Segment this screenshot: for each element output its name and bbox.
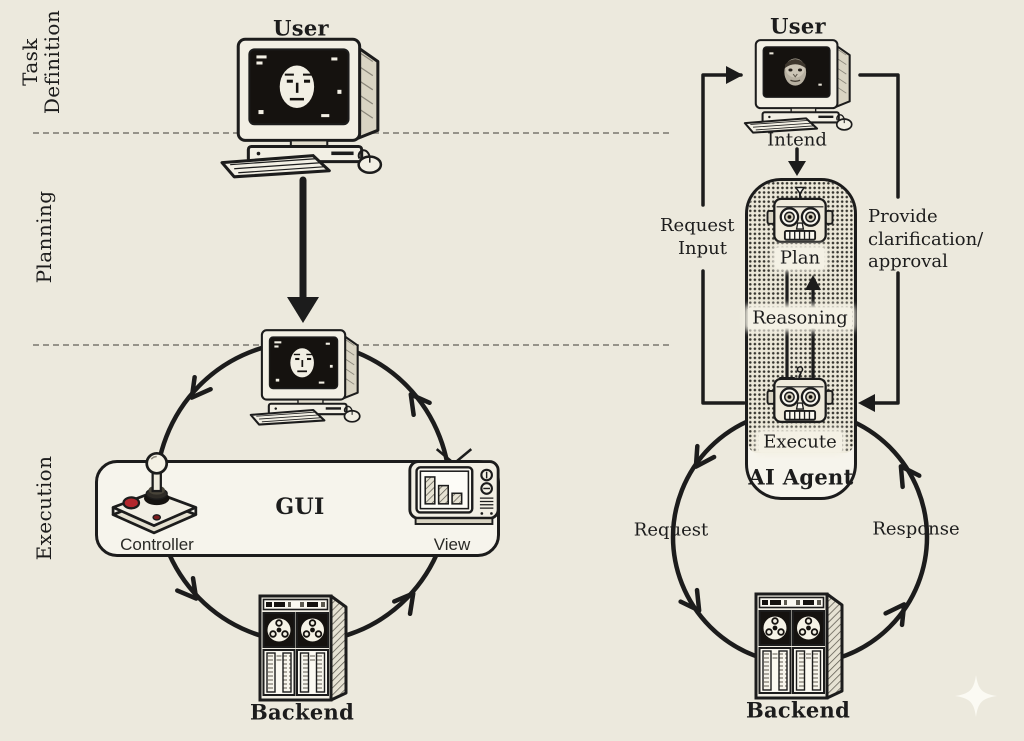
user-computer-icon xyxy=(218,33,390,179)
cycle-arrowhead xyxy=(408,392,432,418)
provide-clarification-arrowhead xyxy=(858,394,875,412)
plan-label: Plan xyxy=(774,247,826,269)
intend-arrowhead xyxy=(788,161,806,176)
sparkle-icon xyxy=(955,675,997,717)
cycle-arrowhead xyxy=(693,443,717,469)
cycle-arrowhead xyxy=(175,575,199,601)
cycle-arrowhead xyxy=(189,374,213,400)
agent-user-label: User xyxy=(770,13,826,39)
agent-backend-label: Backend xyxy=(745,697,851,723)
planning-computer-icon xyxy=(248,326,366,426)
ai-agent-title: AI Agent xyxy=(748,464,854,490)
section-label-planning: Planning xyxy=(32,190,56,284)
response-label: Response xyxy=(872,518,960,540)
execute-label: Execute xyxy=(758,431,842,453)
gui-backend-label: Backend xyxy=(249,699,355,725)
tv-bar-chart-icon xyxy=(406,447,502,529)
gui-user-label: User xyxy=(273,15,329,41)
plan-robot-icon xyxy=(766,186,834,248)
request-label: Request xyxy=(633,519,709,541)
task-to-planning-arrowhead xyxy=(287,297,319,323)
intend-label: Intend xyxy=(767,129,827,151)
cycle-arrowhead xyxy=(898,464,922,490)
request-input-label: Request Input xyxy=(660,215,735,259)
cycle-arrowhead xyxy=(883,602,907,628)
backend-server-icon xyxy=(749,588,849,700)
section-label-execution: Execution xyxy=(32,455,56,561)
cycle-arrowhead xyxy=(392,591,416,617)
provide-clarification-label: Provide clarification/ approval xyxy=(868,206,984,272)
execute-robot-icon xyxy=(766,366,834,428)
reasoning-label: Reasoning xyxy=(747,307,853,329)
joystick-icon xyxy=(104,451,204,542)
view-label: View xyxy=(433,535,471,554)
cycle-arrowhead xyxy=(678,587,702,613)
agent-user-computer-icon xyxy=(742,36,858,134)
controller-label: Controller xyxy=(120,535,194,554)
section-label-task-definition: Task Definition xyxy=(18,9,64,115)
request-input-arrowhead xyxy=(726,66,743,84)
gui-title: GUI xyxy=(275,494,325,520)
backend-server-icon xyxy=(253,590,353,702)
